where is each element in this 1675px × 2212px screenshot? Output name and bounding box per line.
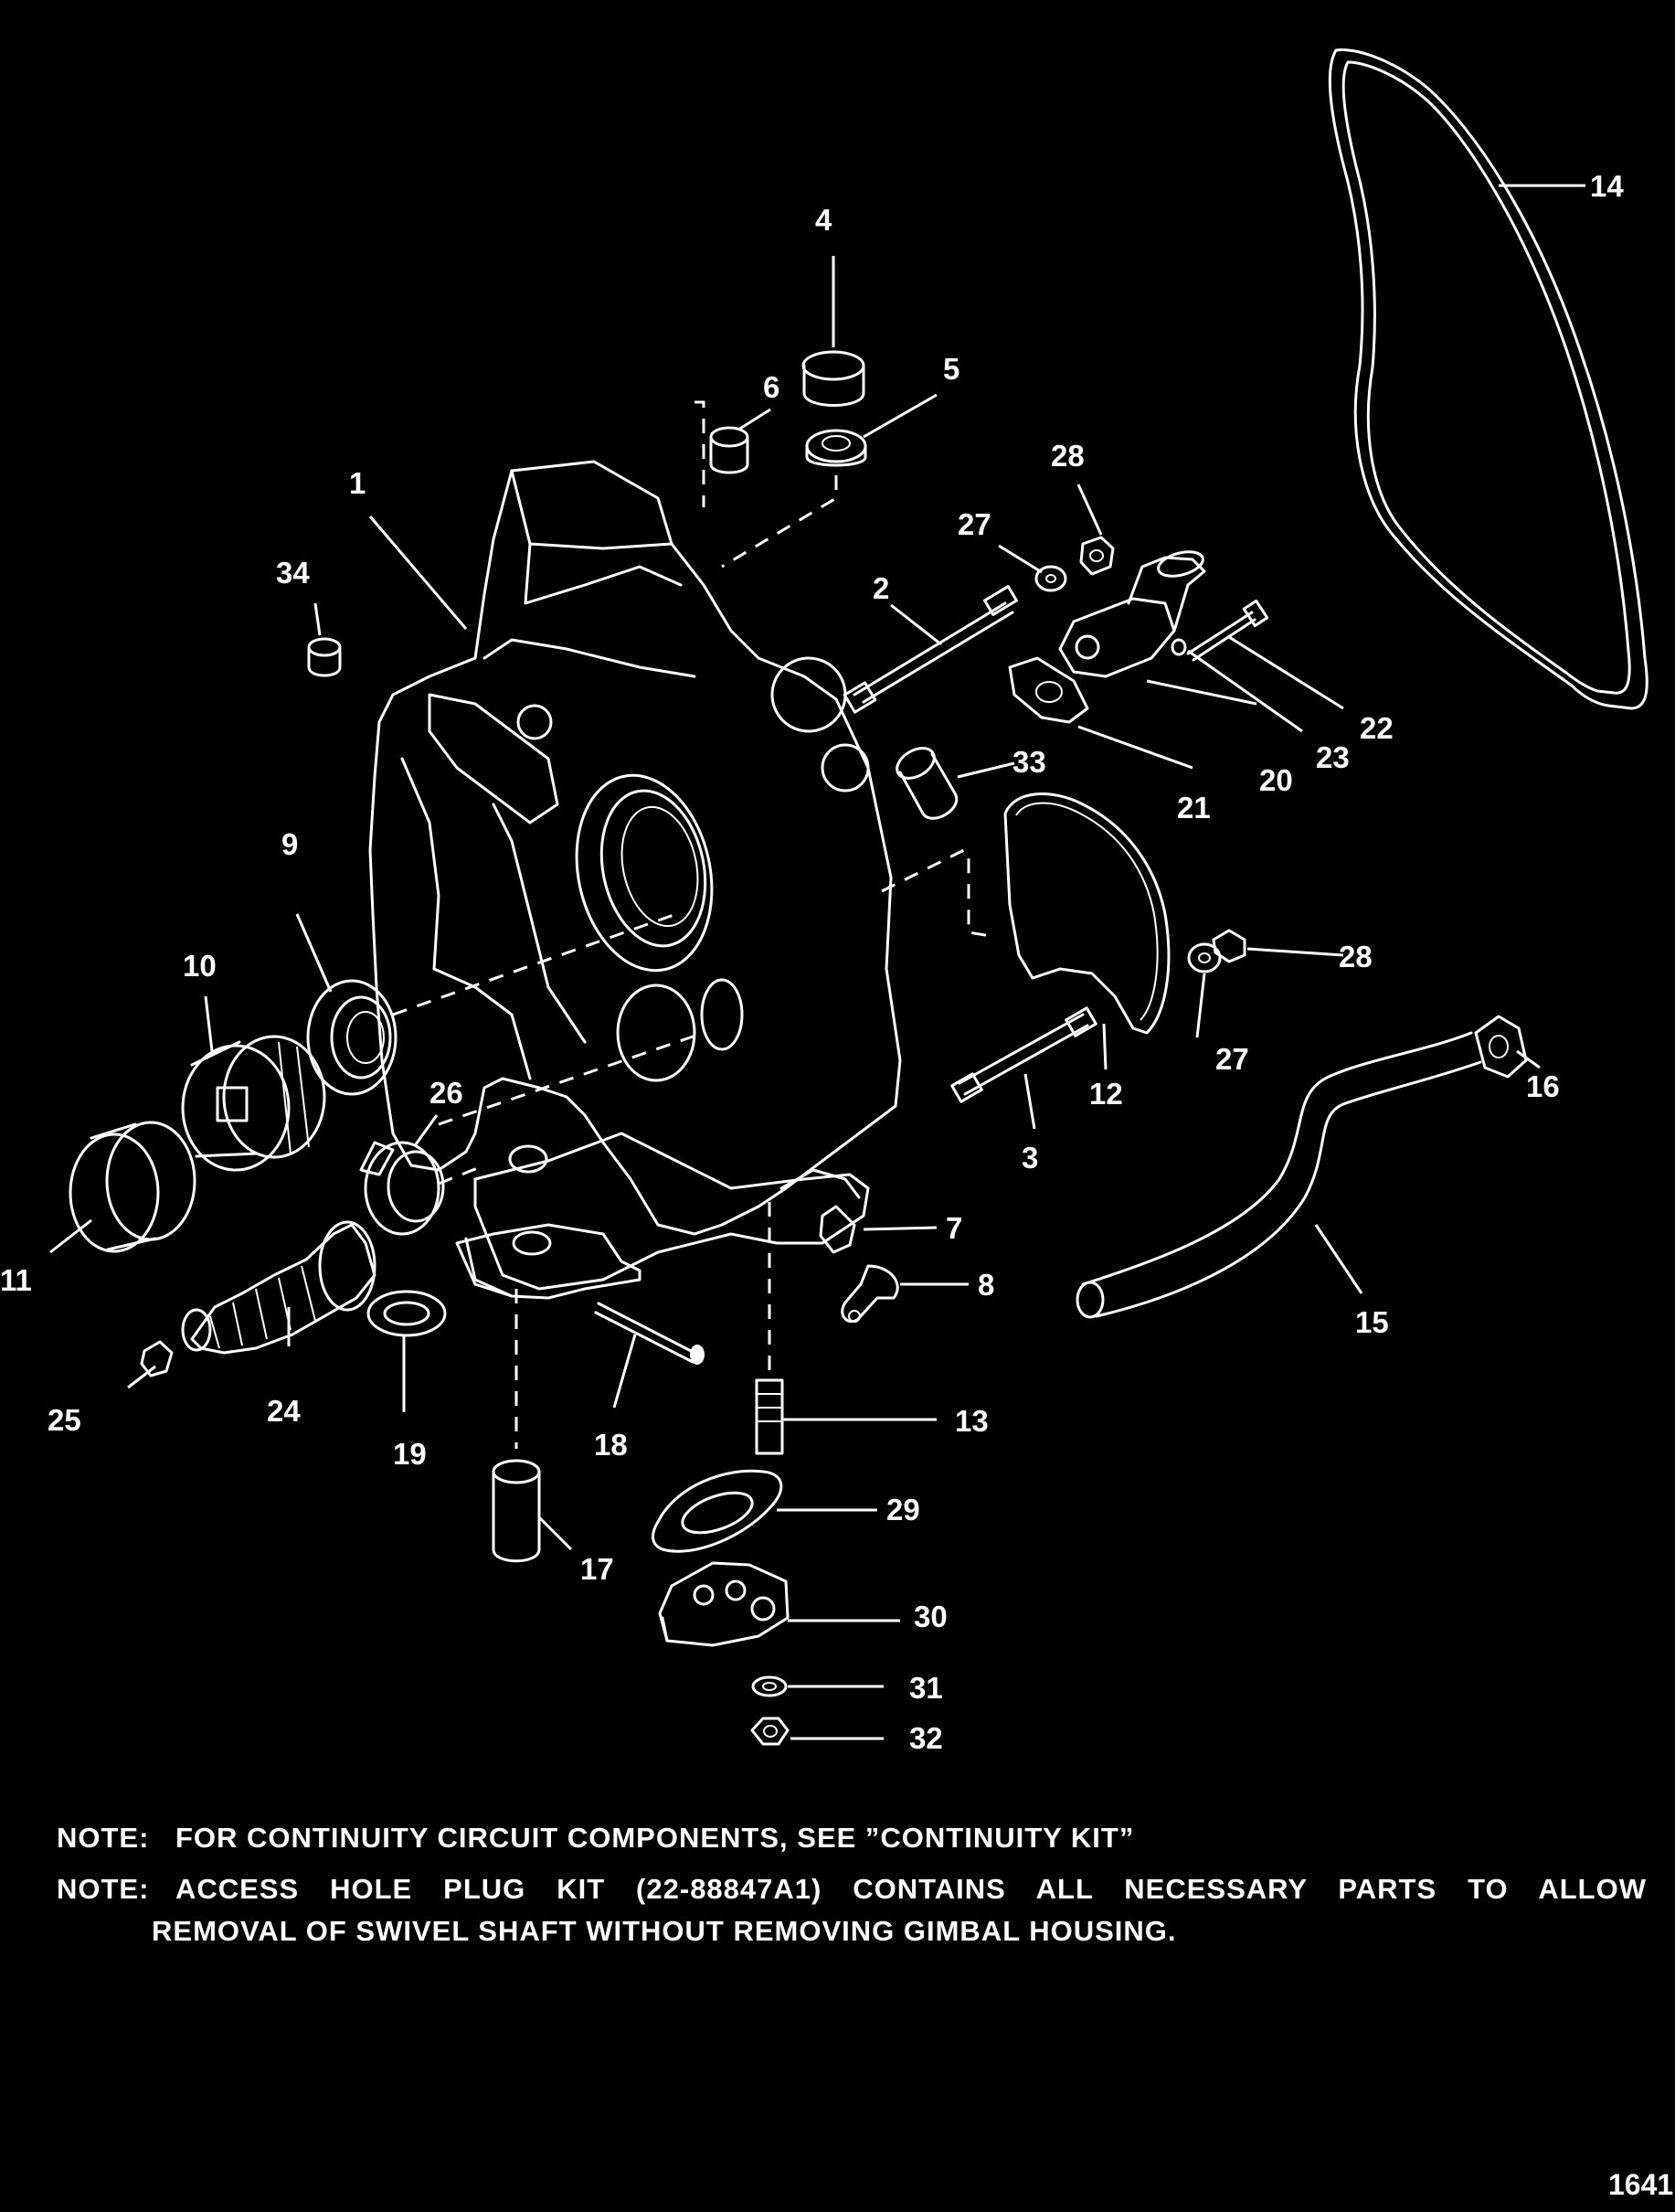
- guide-line: [881, 848, 997, 939]
- callout-22: 22: [1360, 711, 1394, 745]
- callout-32: 32: [909, 1721, 943, 1755]
- callout-10: 10: [183, 949, 217, 983]
- part-9-seal: [306, 979, 398, 1096]
- part-28-nut-upper: [1079, 536, 1115, 576]
- callout-24: 24: [267, 1394, 301, 1428]
- note-1: NOTE: FOR CONTINUITY CIRCUIT COMPONENTS,…: [57, 1817, 1647, 1859]
- callout-4: 4: [815, 203, 832, 237]
- part-5-seal: [805, 429, 867, 467]
- part-34-plug: [307, 637, 342, 677]
- part-10-bearing: [181, 1035, 326, 1172]
- callout-33: 33: [1012, 745, 1046, 779]
- guide-line: [438, 1031, 705, 1126]
- callout-3: 3: [1022, 1141, 1038, 1175]
- part-26-clamp: [359, 1141, 445, 1236]
- callout-31: 31: [909, 1671, 943, 1705]
- part-12-gasket: [1003, 792, 1171, 1035]
- part-22-bolt: [1186, 599, 1269, 662]
- callout-13: 13: [955, 1404, 989, 1438]
- callout-15: 15: [1355, 1305, 1389, 1339]
- callout-27-upper: 27: [958, 507, 991, 541]
- note-2-continuation: REMOVAL OF SWIVEL SHAFT WITHOUT REMOVING…: [152, 1915, 1177, 1947]
- callout-19: 19: [393, 1437, 427, 1471]
- callout-34: 34: [276, 556, 310, 590]
- part-14-gasket: [1328, 48, 1648, 710]
- callout-16: 16: [1526, 1069, 1560, 1103]
- note-label: NOTE:: [57, 1822, 150, 1854]
- callout-11: 11: [0, 1263, 32, 1297]
- part-21-gasket: [1008, 656, 1089, 724]
- callout-17: 17: [580, 1552, 614, 1586]
- callout-29: 29: [886, 1493, 920, 1526]
- part-23-washer: [1171, 638, 1187, 656]
- callout-30: 30: [914, 1600, 948, 1633]
- callout-5: 5: [943, 352, 959, 386]
- callout-12: 12: [1089, 1077, 1123, 1111]
- callout-1: 1: [349, 466, 366, 500]
- callout-23: 23: [1316, 740, 1350, 774]
- part-27-washer-upper: [1034, 565, 1067, 592]
- part-15-hose: [1076, 1031, 1482, 1319]
- callout-26: 26: [429, 1076, 463, 1110]
- callout-28-lower: 28: [1339, 940, 1373, 973]
- part-13-stud: [755, 1378, 784, 1455]
- part-2-stud: [843, 585, 1018, 714]
- part-19-seal: [366, 1290, 447, 1337]
- part-17-pin: [492, 1459, 541, 1563]
- callout-9: 9: [281, 827, 298, 861]
- part-7-fitting: [819, 1205, 856, 1254]
- part-1-gimbal-housing: [368, 460, 902, 1300]
- part-6-bushing: [709, 426, 749, 474]
- callout-2: 2: [873, 571, 889, 605]
- part-8-clip: [841, 1264, 899, 1324]
- part-18-pin: [594, 1302, 705, 1365]
- page-number: 1641: [1608, 2168, 1674, 2201]
- part-24-bellows: [181, 1220, 376, 1355]
- callout-25: 25: [48, 1403, 81, 1437]
- note-text: FOR CONTINUITY CIRCUIT COMPONENTS, SEE ”…: [175, 1822, 1135, 1854]
- callout-labels: 1 2 3 4 5 6 7 8 9 10 11 12 13 14 15 16 1…: [0, 169, 1624, 1755]
- callout-7: 7: [946, 1211, 962, 1245]
- part-16-fitting: [1474, 1015, 1528, 1079]
- part-3-stud: [950, 1006, 1097, 1103]
- callout-27-lower: 27: [1215, 1042, 1249, 1076]
- note-label: NOTE:: [57, 1873, 150, 1905]
- callout-18: 18: [594, 1428, 628, 1462]
- part-32-nut: [750, 1717, 790, 1746]
- guide-line: [438, 1164, 485, 1186]
- notes-block: NOTE: FOR CONTINUITY CIRCUIT COMPONENTS,…: [57, 1817, 1647, 1952]
- part-33-bushing: [896, 747, 959, 820]
- callout-21: 21: [1177, 791, 1211, 824]
- part-27-washer-lower: [1187, 942, 1222, 973]
- callout-28-upper: 28: [1051, 439, 1085, 473]
- part-4-cap: [801, 350, 865, 407]
- part-11-bearing-race: [69, 1121, 196, 1253]
- part-28-nut-lower: [1212, 929, 1246, 963]
- part-30-manifold: [658, 1561, 790, 1647]
- part-25-screw: [140, 1340, 174, 1377]
- callout-14: 14: [1590, 169, 1624, 203]
- guide-line: [721, 475, 838, 569]
- guide-line: [694, 400, 705, 507]
- part-31-washer: [751, 1675, 788, 1697]
- leader-lines: [49, 184, 1585, 1740]
- callout-6: 6: [763, 370, 779, 404]
- part-29-gasket: [652, 1469, 783, 1553]
- callout-20: 20: [1259, 763, 1293, 797]
- part-20-elbow: [1058, 550, 1206, 678]
- callout-8: 8: [978, 1268, 994, 1302]
- note-text: ACCESS HOLE PLUG KIT (22-88847A1) CONTAI…: [175, 1873, 1647, 1905]
- note-2: NOTE: ACCESS HOLE PLUG KIT (22-88847A1) …: [57, 1868, 1647, 1910]
